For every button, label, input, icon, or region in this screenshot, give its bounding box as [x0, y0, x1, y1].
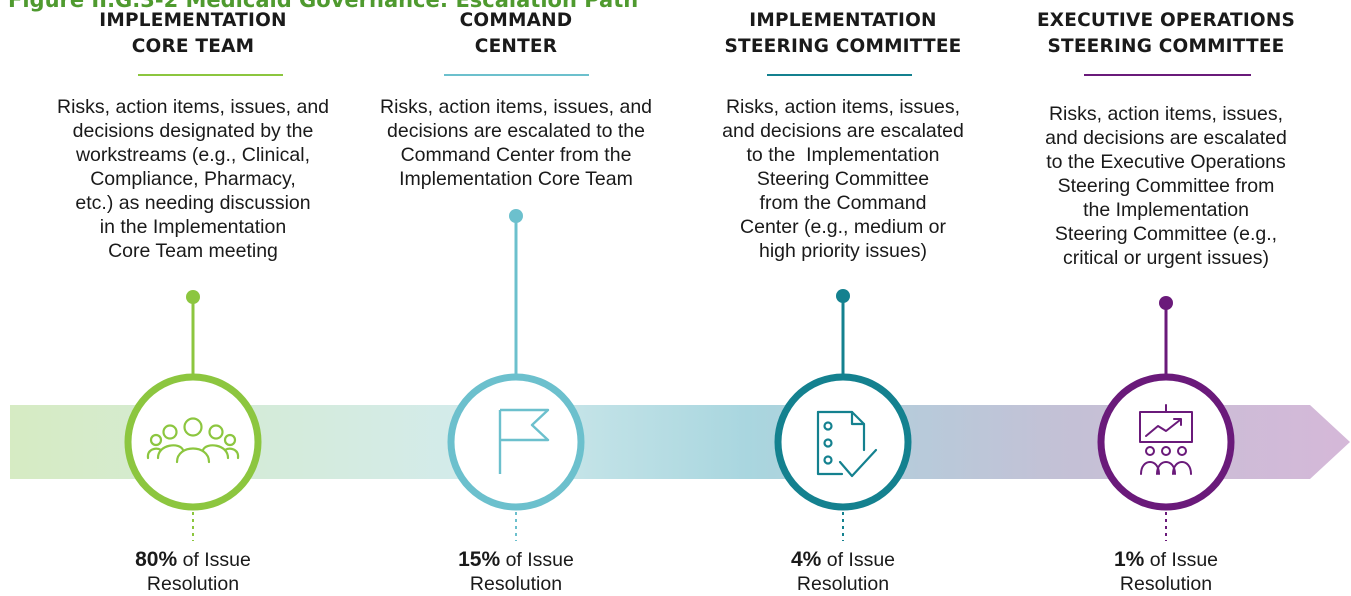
- presentation-icon: [1139, 404, 1193, 475]
- resolution-percentage: 15% of Issue Resolution: [458, 548, 574, 595]
- title-underline: [1084, 74, 1251, 76]
- stage-1-dot: [186, 290, 200, 304]
- title-underline: [138, 74, 283, 76]
- stage-description: Risks, action items, issues, and decisio…: [1045, 103, 1287, 269]
- stage-3-ring: [774, 373, 912, 511]
- resolution-percentage: 4% of Issue Resolution: [790, 548, 896, 595]
- stage-1-graphic: [124, 290, 262, 541]
- escalation-arrow: [10, 405, 1350, 479]
- stage-4-dot: [1159, 296, 1173, 310]
- stage-title: EXECUTIVE OPERATIONS STEERING COMMITTEE: [1036, 10, 1296, 57]
- resolution-percentage: 1% of Issue Resolution: [1113, 548, 1219, 595]
- stage-description: Risks, action items, issues, and decisio…: [379, 96, 653, 190]
- stage-1-ring: [124, 373, 262, 511]
- stage-3-dot: [836, 289, 850, 303]
- stage-description: Risks, action items, issues, and decisio…: [56, 96, 330, 262]
- stage-2-dot: [509, 209, 523, 223]
- stage-title: IMPLEMENTATION CORE TEAM: [99, 10, 287, 57]
- title-underline: [444, 74, 589, 76]
- title-underline: [767, 74, 912, 76]
- stage-title: IMPLEMENTATION STEERING COMMITTEE: [724, 10, 962, 57]
- people-group-icon: [146, 417, 240, 464]
- stage-3-graphic: [774, 289, 912, 541]
- resolution-percentage: 80% of Issue Resolution: [135, 548, 251, 595]
- stage-title: COMMAND CENTER: [459, 10, 573, 57]
- flag-icon: [498, 408, 550, 474]
- checklist-icon: [816, 410, 878, 478]
- figure-title: Figure II.G.3-2 Medicaid Governance: Esc…: [8, 0, 639, 12]
- stage-description: Risks, action items, issues, and decisio…: [722, 96, 964, 262]
- stage-2-ring: [447, 373, 585, 511]
- stage-4-graphic: [1097, 296, 1235, 541]
- stage-2-graphic: [447, 209, 585, 541]
